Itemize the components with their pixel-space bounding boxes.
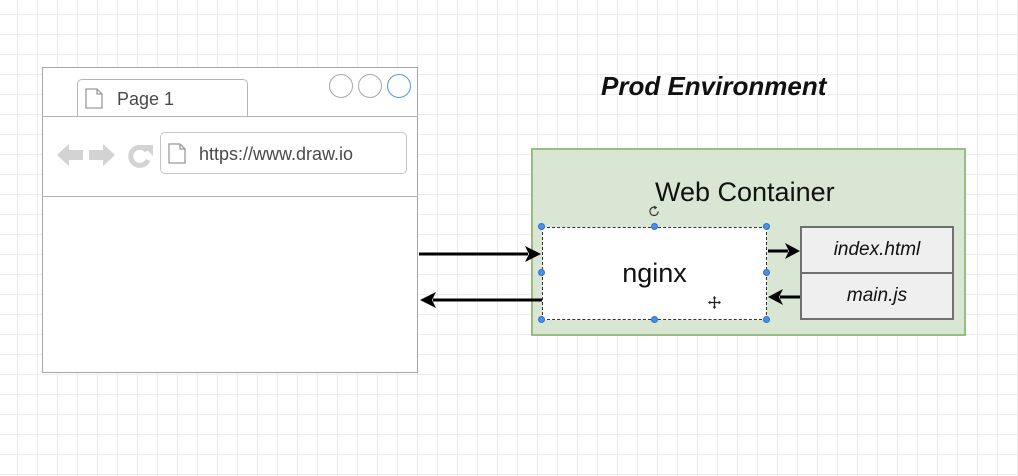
page-icon <box>85 88 103 109</box>
address-bar[interactable] <box>160 132 407 174</box>
response-arrow[interactable] <box>420 292 542 308</box>
browser-mockup[interactable] <box>42 67 418 373</box>
file-main-js[interactable]: main.js <box>800 272 954 320</box>
move-cursor-icon <box>708 296 721 309</box>
web-container-label: Web Container <box>655 177 835 207</box>
page-icon <box>168 143 186 164</box>
browser-tab[interactable] <box>77 79 248 117</box>
resize-handle-top-right[interactable] <box>763 223 770 230</box>
tab-label: Page 1 <box>117 89 175 109</box>
request-arrow[interactable] <box>419 246 541 262</box>
resize-handle-left[interactable] <box>538 269 545 276</box>
file-index-html[interactable]: index.html <box>800 226 954 274</box>
resize-handle-bottom-right[interactable] <box>763 316 770 323</box>
resize-handle-top-left[interactable] <box>538 223 545 230</box>
reload-icon[interactable] <box>126 142 154 170</box>
resize-handle-right[interactable] <box>763 269 770 276</box>
environment-title[interactable]: Prod Environment <box>601 71 827 101</box>
content-divider <box>42 196 418 197</box>
window-button-2[interactable] <box>358 74 382 98</box>
rotate-handle-icon[interactable] <box>648 205 661 218</box>
header-divider <box>42 116 418 117</box>
resize-handle-top[interactable] <box>651 223 658 230</box>
address-text[interactable]: https://www.draw.io <box>199 144 354 164</box>
window-button-3[interactable] <box>387 74 411 98</box>
resize-handle-bottom[interactable] <box>651 316 658 323</box>
resize-handle-bottom-left[interactable] <box>538 316 545 323</box>
nginx-label: nginx <box>622 258 687 288</box>
forward-arrow-icon[interactable] <box>88 142 116 168</box>
back-arrow-icon[interactable] <box>56 142 84 168</box>
window-button-1[interactable] <box>329 74 353 98</box>
